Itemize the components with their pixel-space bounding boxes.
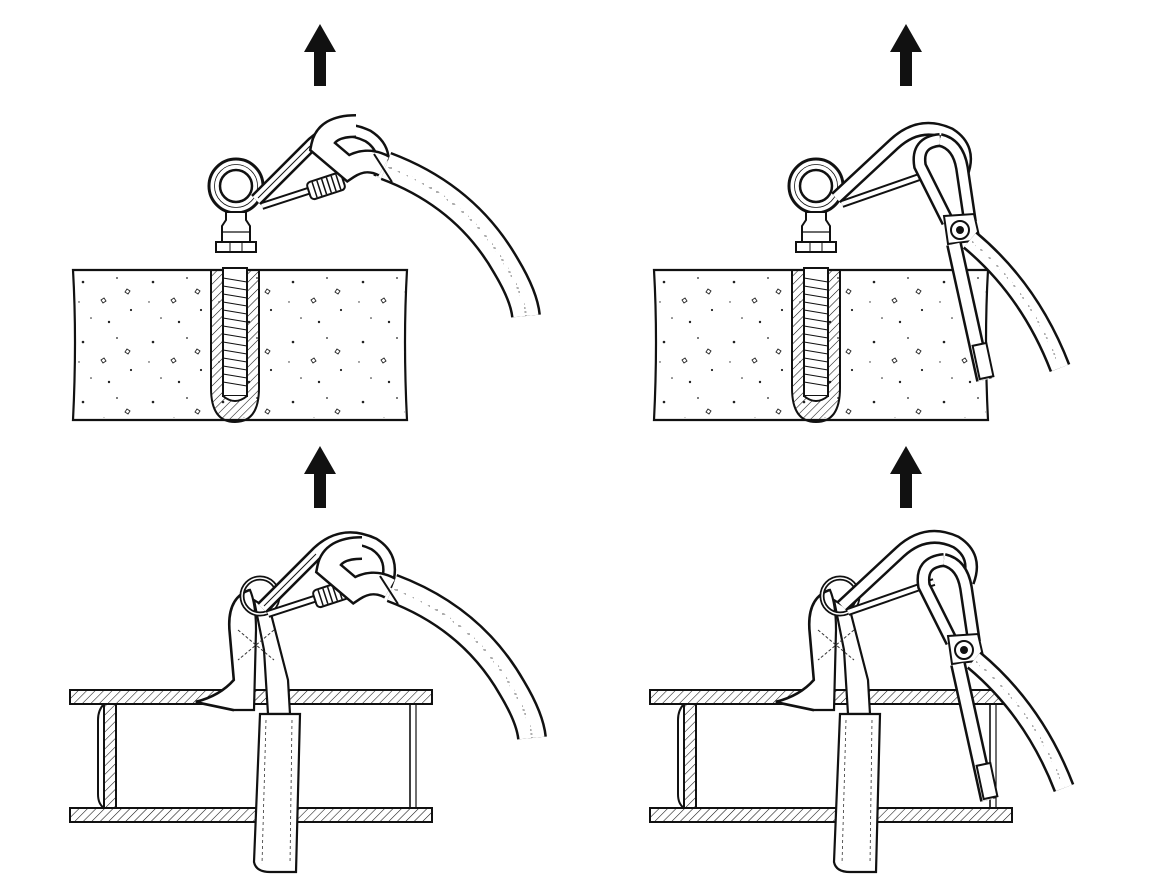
beam-sling xyxy=(776,578,880,872)
panel-bottom-right xyxy=(649,446,1064,872)
arrow-up-icon xyxy=(304,446,336,508)
eye-bolt xyxy=(787,157,845,254)
concrete-block xyxy=(652,266,990,424)
eye-bolt xyxy=(207,157,265,254)
arrow-up-icon xyxy=(890,446,922,508)
carabiner xyxy=(842,537,971,612)
panel-bottom-left xyxy=(69,446,532,872)
arrow-up-icon xyxy=(304,24,336,86)
concrete-block xyxy=(71,266,409,424)
rope-lanyard xyxy=(923,560,1064,800)
panel-top-left xyxy=(71,24,526,424)
arrow-up-icon xyxy=(890,24,922,86)
webbing-lanyard xyxy=(328,548,532,738)
panel-top-right xyxy=(652,24,1060,424)
beam-sling xyxy=(196,578,300,872)
